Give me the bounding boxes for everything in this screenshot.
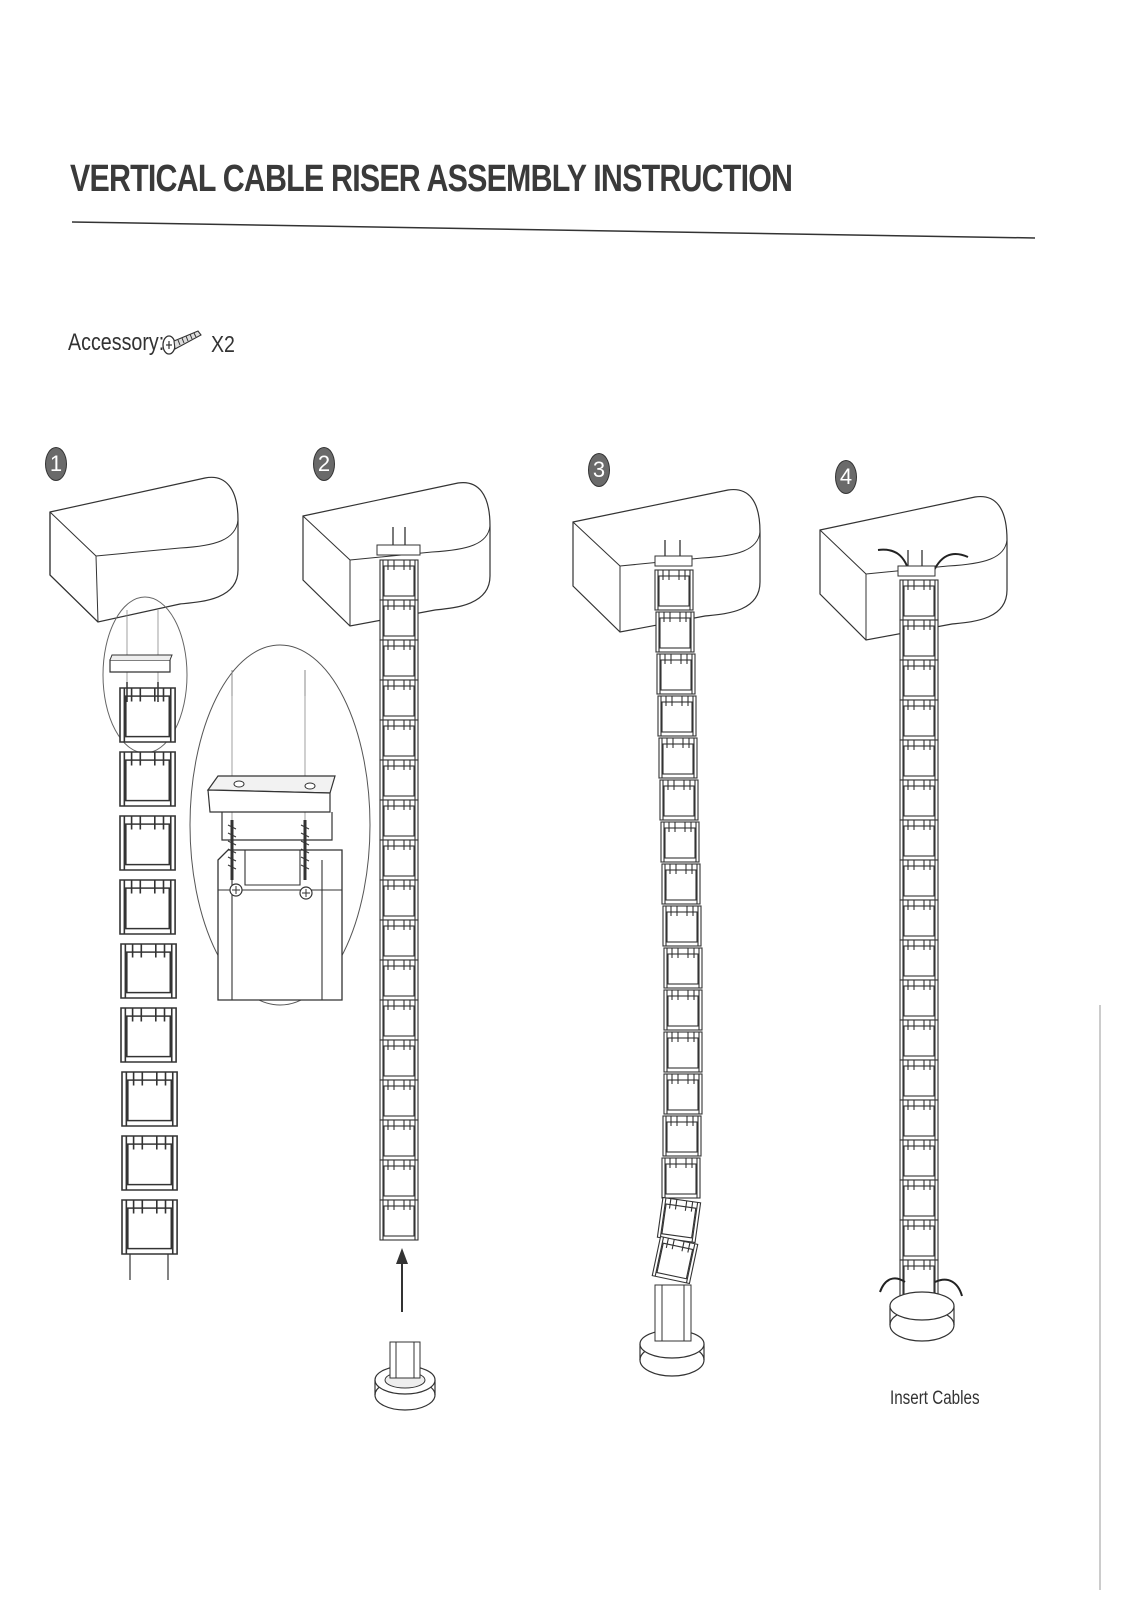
arrow-up-icon bbox=[396, 1248, 408, 1312]
title-underline bbox=[71, 221, 1036, 239]
insert-cables-caption: Insert Cables bbox=[890, 1388, 980, 1409]
detail-magnifier bbox=[189, 644, 371, 1006]
step-number-1: 1 bbox=[45, 447, 67, 481]
riser-base bbox=[889, 1291, 955, 1342]
step-number-3: 3 bbox=[588, 453, 610, 487]
accessory-quantity: X2 bbox=[211, 331, 235, 357]
step-2-illustration bbox=[302, 482, 491, 1411]
cables-bottom bbox=[879, 1277, 963, 1297]
riser-base bbox=[374, 1341, 436, 1411]
step-number-2: 2 bbox=[313, 447, 335, 481]
riser-base bbox=[639, 1284, 705, 1377]
page-title: VERTICAL CABLE RISER ASSEMBLY INSTRUCTIO… bbox=[70, 158, 793, 200]
step-1-illustration bbox=[49, 476, 239, 1280]
magnified-segment bbox=[217, 849, 343, 1001]
accessory-label: Accessory: bbox=[68, 329, 165, 356]
screw-icon bbox=[162, 330, 202, 355]
step-4-illustration bbox=[819, 495, 1008, 1342]
step-number-4: 4 bbox=[835, 460, 857, 494]
step-3-illustration bbox=[572, 488, 761, 1377]
